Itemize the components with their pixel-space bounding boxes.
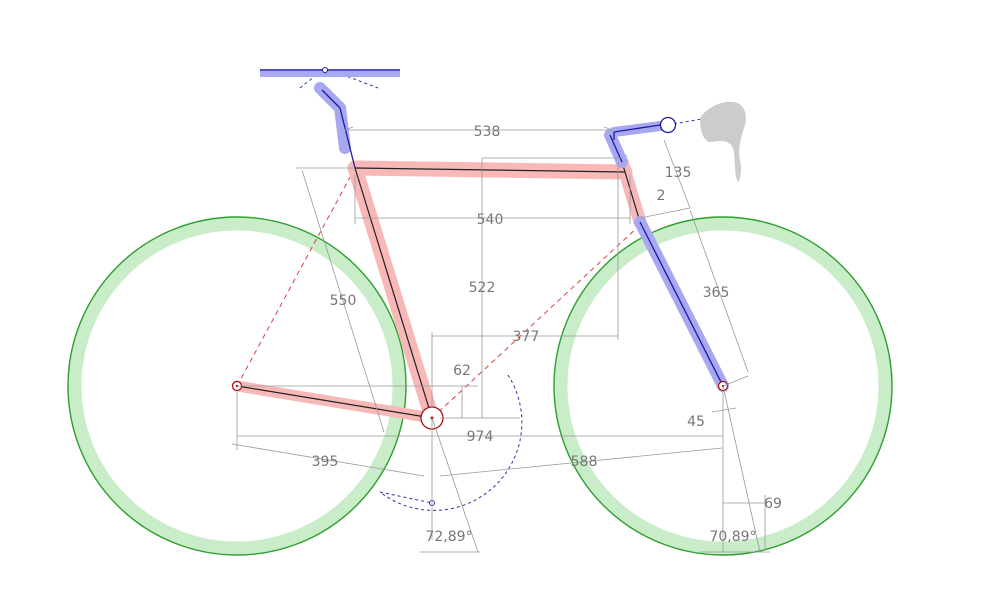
- frame: [231, 148, 647, 426]
- seat-axis-line: [431, 417, 479, 553]
- dim-365-ext: [722, 375, 749, 387]
- dim-538-arrow-r: [603, 126, 613, 131]
- seat-angle-label: 72,89°: [425, 529, 472, 545]
- steerer-line: [609, 134, 623, 163]
- dim-label-45: 45: [687, 414, 705, 430]
- dim-label-365: 365: [703, 285, 730, 301]
- dim-label-538: 538: [474, 124, 501, 140]
- dim-label-135: 135: [665, 165, 692, 181]
- head-angle-label: 70,89°: [709, 529, 756, 545]
- front-wheel-rim: [553, 216, 893, 556]
- components: [260, 67, 729, 392]
- dimension-lines: [231, 126, 770, 553]
- dim-label-395: 395: [312, 454, 339, 470]
- stem-line: [613, 124, 661, 133]
- downtube-line: [431, 224, 641, 419]
- handlebar-clamp: [659, 116, 677, 134]
- chainstay-line: [236, 385, 433, 419]
- dim-135-line: [663, 139, 691, 209]
- dim-588-line: [439, 447, 723, 477]
- dim-45-line: [711, 407, 737, 413]
- crank-arc: [379, 374, 523, 511]
- seat-tube-line: [354, 167, 433, 419]
- dim-label-540: 540: [477, 212, 504, 228]
- dimension-labels: 538 540 522 377 550 62 974 395 588 135 2…: [312, 124, 782, 545]
- brake-lever-icon: [700, 101, 746, 182]
- dim-2-line: [639, 207, 691, 219]
- saddle-band: [260, 69, 400, 77]
- top-tube-line: [354, 167, 626, 173]
- seatpost-line: [339, 107, 356, 169]
- crank-arc-end: [379, 491, 433, 504]
- fork-line: [639, 221, 724, 387]
- dim-label-550: 550: [330, 293, 357, 309]
- dim-label-974: 974: [467, 429, 494, 445]
- dim-395-line: [231, 443, 425, 477]
- dim-label-2: 2: [657, 188, 666, 204]
- head-axis-line: [722, 385, 761, 553]
- hubs: [231, 380, 729, 430]
- dim-label-62: 62: [453, 363, 471, 379]
- dim-label-69: 69: [764, 496, 782, 512]
- seatpost-head-line: [321, 89, 341, 109]
- dim-365-line: [689, 209, 749, 373]
- head-tube-line: [621, 161, 641, 223]
- seatpost-band: [334, 102, 351, 154]
- dim-label-377: 377: [513, 329, 540, 345]
- dim-label-522: 522: [469, 280, 496, 296]
- seatstay-line: [236, 167, 356, 387]
- dim-550-line: [301, 169, 385, 433]
- dim-label-588: 588: [571, 454, 598, 470]
- dim-538-arrow-l: [344, 126, 354, 131]
- saddle-point: [322, 67, 328, 73]
